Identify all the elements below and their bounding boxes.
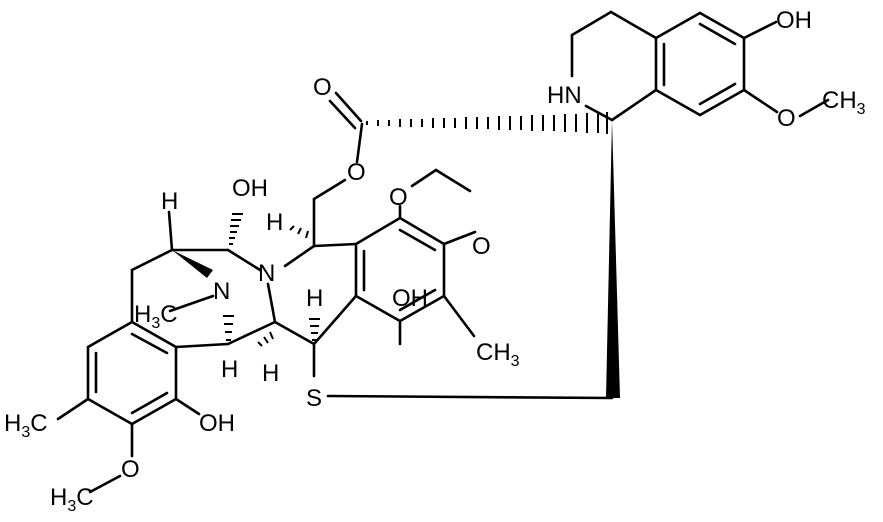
- label-s: S: [306, 385, 322, 412]
- core-rings: [130, 210, 316, 378]
- aromatic-ring-center: [312, 168, 477, 346]
- label-h-lower-left: H: [221, 356, 238, 383]
- label-nh: HN: [547, 82, 582, 109]
- label-h3c-left: H3C: [4, 410, 48, 441]
- label-h-center-2: H: [306, 285, 323, 312]
- aromatic-ring-lower-left: [56, 320, 230, 494]
- label-ch3-top: CH3: [822, 87, 866, 118]
- label-ch3-center: CH3: [476, 339, 520, 370]
- label-oh-upper: OH: [232, 175, 268, 202]
- label-oh-lower: OH: [199, 410, 235, 437]
- label-o-methoxy-top: O: [777, 105, 796, 132]
- wedge-bond-c1: [606, 120, 620, 398]
- label-n-center: N: [258, 260, 275, 287]
- label-h3c-bridge: H3C: [134, 301, 178, 332]
- atom-labels: OH O CH3 HN O O O O OH CH3 H OH H N N H3…: [4, 7, 866, 515]
- label-n-bridge: N: [213, 278, 230, 305]
- label-h-lower-center: H: [262, 360, 279, 387]
- label-o-ester: O: [347, 159, 366, 186]
- tetrahydroisoquinoline-unit: [570, 10, 830, 122]
- label-h-top-left: H: [161, 188, 178, 215]
- label-o-carbonyl: O: [313, 74, 332, 101]
- label-oh-top-right: OH: [776, 7, 812, 34]
- ester-unit: [312, 91, 364, 248]
- label-oh-center: OH: [392, 285, 428, 312]
- hashed-bond-ester: [366, 112, 608, 134]
- label-o-dioxole-1: O: [389, 184, 408, 211]
- label-h-center-1: H: [266, 209, 283, 236]
- hashed-bonds-core: [223, 213, 320, 347]
- label-o-lower: O: [121, 456, 140, 483]
- label-o-dioxole-2: O: [472, 233, 491, 260]
- label-h3c-bottom: H3C: [50, 484, 94, 515]
